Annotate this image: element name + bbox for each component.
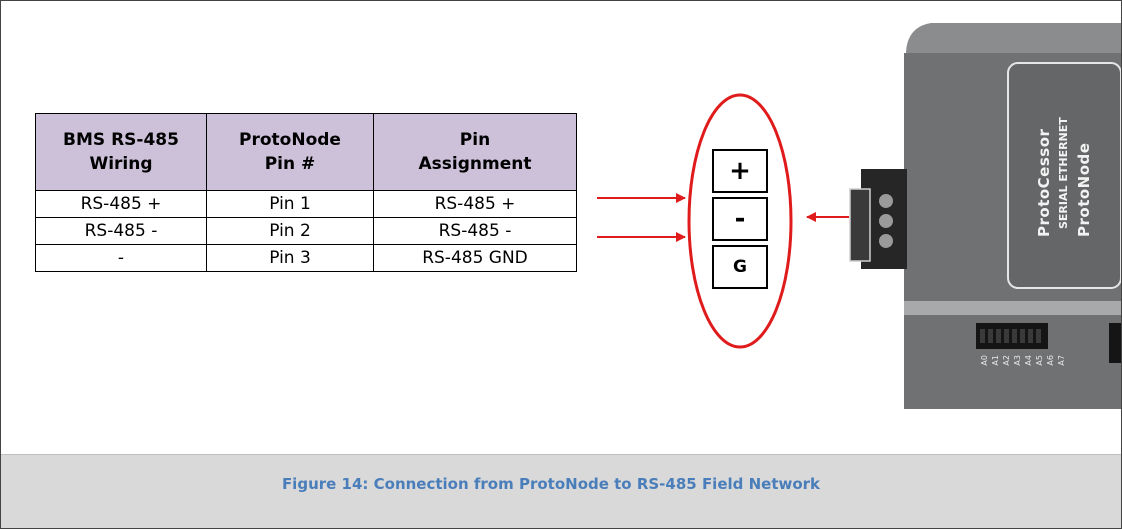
device-brand-serial-ethernet: SERIAL ETHERNET <box>1057 117 1070 229</box>
connector-face <box>849 188 871 262</box>
side-port <box>1109 323 1121 363</box>
table-cell: RS-485 + <box>35 190 207 218</box>
terminal-pin-plus: + <box>712 149 768 193</box>
dip-label: A2 <box>1002 355 1011 366</box>
terminal-pin-minus: - <box>712 197 768 241</box>
protonode-device <box>904 23 1121 409</box>
table-row: RS-485 - Pin 2 RS-485 - <box>35 217 577 245</box>
table-row: - Pin 3 RS-485 GND <box>35 244 577 272</box>
header-bms-wiring: BMS RS-485 Wiring <box>35 113 207 191</box>
device-lower-ledge <box>904 301 1121 315</box>
pin-highlight-ellipse <box>687 93 793 349</box>
header-text: Wiring <box>89 154 153 174</box>
dip-switch-positions <box>980 329 1041 343</box>
header-text: Pin # <box>264 154 316 174</box>
caption-bar <box>1 454 1121 528</box>
dip-switch-labels: A0 A1 A2 A3 A4 A5 A6 A7 <box>980 355 1066 366</box>
terminal-screw <box>879 214 893 228</box>
header-protonode-pin: ProtoNode Pin # <box>206 113 374 191</box>
dip-label: A3 <box>1013 355 1022 366</box>
terminal-screw <box>879 194 893 208</box>
terminal-pin-ground: G <box>712 245 768 289</box>
device-brand-protocessor: ProtoCessor <box>1035 128 1053 237</box>
header-text: ProtoNode <box>239 130 341 150</box>
table-cell: - <box>35 244 207 272</box>
figure-caption: Figure 14: Connection from ProtoNode to … <box>281 475 821 493</box>
dip-label: A5 <box>1035 355 1044 366</box>
table-cell: RS-485 GND <box>373 244 577 272</box>
dip-label: A7 <box>1057 355 1066 366</box>
header-text: Assignment <box>418 154 532 174</box>
terminal-screw <box>879 234 893 248</box>
device-label-panel <box>1007 62 1121 289</box>
terminal-block-connector <box>849 169 907 269</box>
table-cell: Pin 3 <box>206 244 374 272</box>
header-text: Pin <box>459 130 491 150</box>
dip-label: A4 <box>1024 355 1033 366</box>
header-pin-assignment: Pin Assignment <box>373 113 577 191</box>
pin-assignment-table: BMS RS-485 Wiring ProtoNode Pin # Pin As… <box>35 113 577 272</box>
table-cell: RS-485 - <box>373 217 577 245</box>
dip-label: A0 <box>980 355 989 366</box>
dip-label: A6 <box>1046 355 1055 366</box>
dip-label: A1 <box>991 355 1000 366</box>
device-brand-protonode: ProtoNode <box>1075 142 1093 237</box>
table-cell: Pin 2 <box>206 217 374 245</box>
device-top-panel <box>906 23 1121 61</box>
header-text: BMS RS-485 <box>63 130 179 150</box>
table-header-row: BMS RS-485 Wiring ProtoNode Pin # Pin As… <box>35 113 577 191</box>
